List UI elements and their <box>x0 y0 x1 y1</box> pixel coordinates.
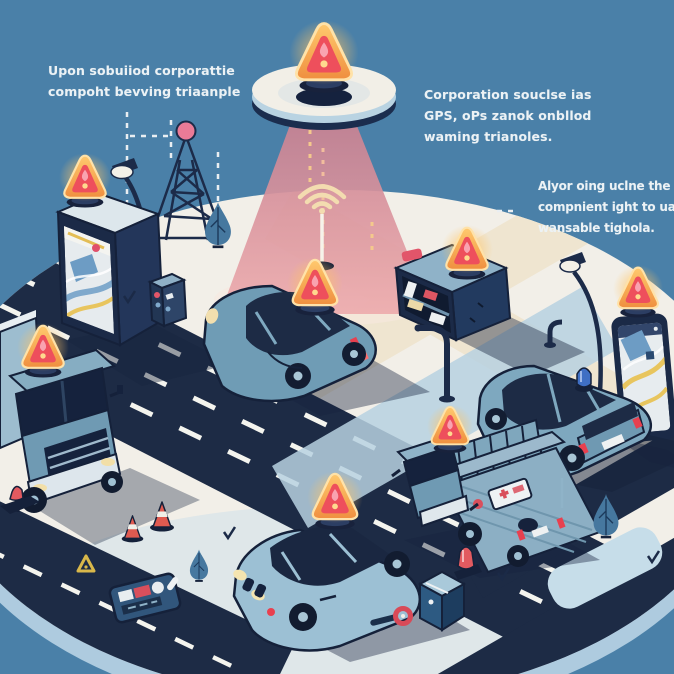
annotation-right: Alyor oing uclne the compnient ight to u… <box>538 176 674 239</box>
annotation-line: Upon sobuiiod corporattie <box>48 63 235 78</box>
road-right-lower <box>365 497 674 674</box>
pipe-pole <box>414 319 563 403</box>
ring-tool <box>370 606 413 626</box>
blue-beacon-icon <box>576 367 592 388</box>
control-box <box>147 272 188 328</box>
road-bottom-left <box>0 461 295 674</box>
leader-lines <box>125 112 517 216</box>
tool-box <box>417 570 467 632</box>
annotation-line: waming trianoles. <box>424 129 553 144</box>
annotation-line: GPS, oPs zanok onbllod <box>424 108 592 123</box>
annotation-line: Alyor oing uclne the <box>538 179 671 193</box>
light-beam <box>220 106 432 314</box>
light-blue-patch <box>547 527 663 609</box>
floating-disc-beacon <box>252 18 396 130</box>
radio-tower <box>148 120 226 241</box>
annotation-line: compoht bevving triaanple <box>48 84 241 99</box>
annotation-top-right: Corporation souclse ias GPS, oPs zanok o… <box>424 84 592 147</box>
red-beacon-cart <box>0 485 40 514</box>
tick-marks <box>122 290 661 582</box>
annotation-line: Corporation souclse ias <box>424 87 592 102</box>
wifi-icon <box>297 184 347 210</box>
road-warning-mark-icon <box>76 554 96 573</box>
first-aid-device <box>108 572 182 624</box>
red-tower-beacon-icon <box>175 120 197 142</box>
map-kiosk <box>55 151 232 386</box>
sedan-center <box>202 255 430 416</box>
truck <box>0 310 200 545</box>
annotation-top-left: Upon sobuiiod corporattie compoht bevvin… <box>48 60 240 102</box>
red-beacon-lamp <box>454 546 482 580</box>
supply-shelf <box>393 223 585 376</box>
map-icon <box>64 226 114 334</box>
annotation-line: compnient ight to uase <box>538 200 674 214</box>
annotation-line: wansable tighola. <box>538 221 655 235</box>
